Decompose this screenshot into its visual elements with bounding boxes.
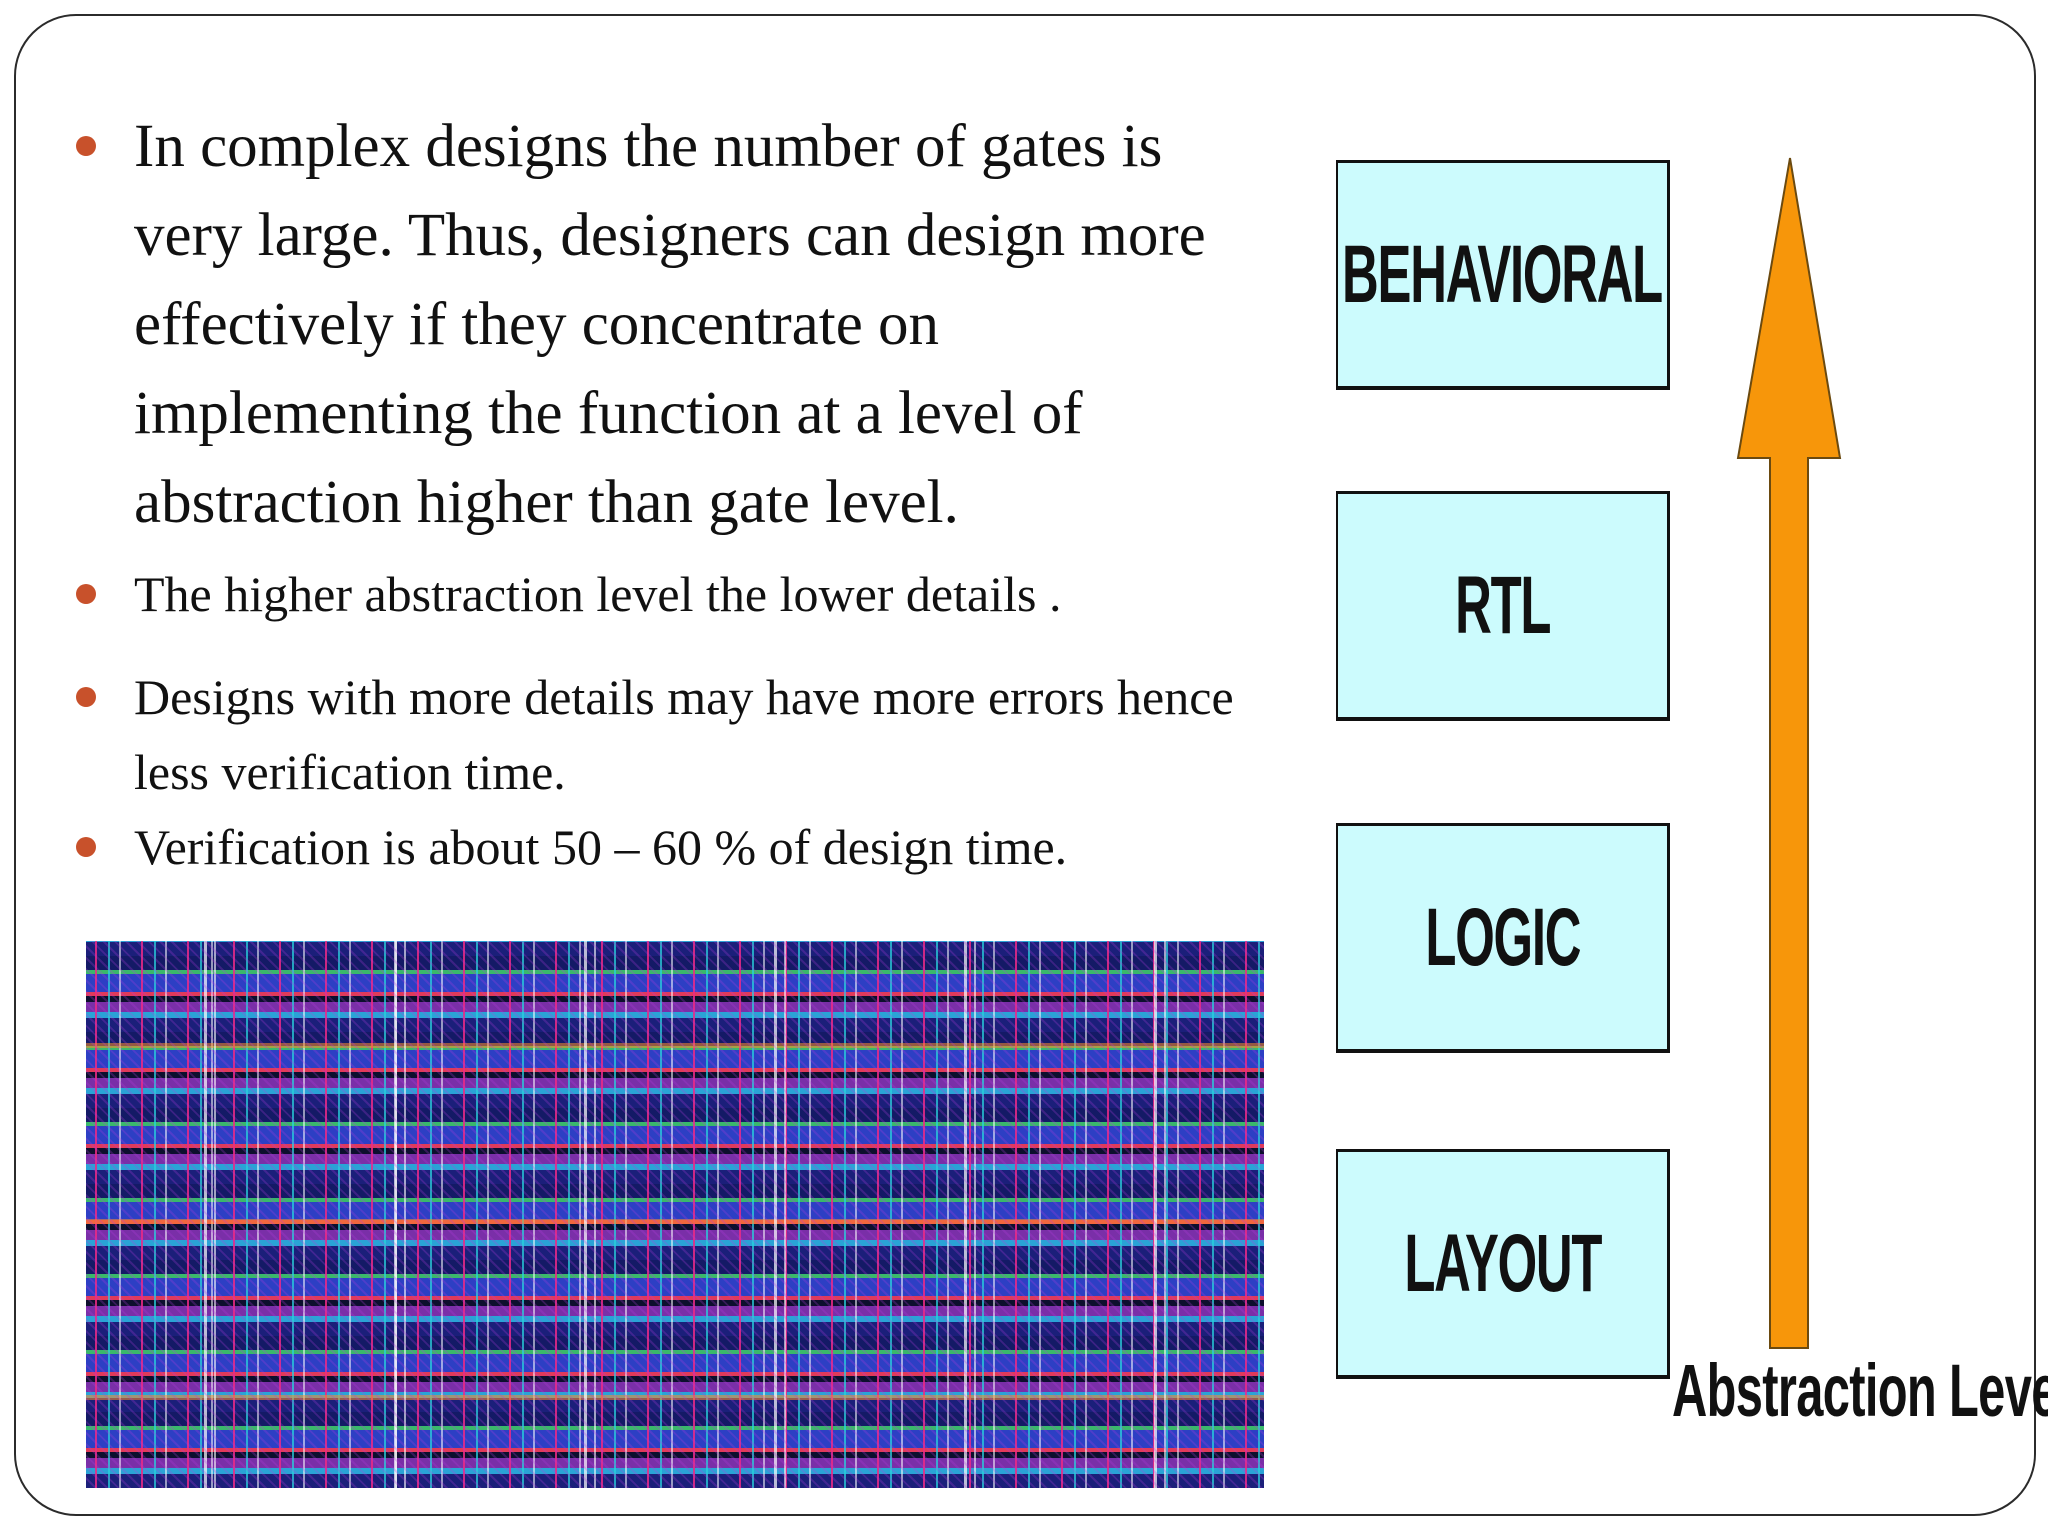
level-box-logic: LOGIC — [1336, 823, 1670, 1053]
bullet-text-2: The higher abstraction level the lower d… — [134, 566, 1062, 622]
axis-label: Abstraction Level — [1672, 1349, 2048, 1432]
bullet-item-1: In complex designs the number of gates i… — [70, 102, 1250, 547]
level-label-behavioral: BEHAVIORAL — [1342, 228, 1664, 320]
bullet-text-3: Designs with more details may have more … — [134, 669, 1234, 800]
level-label-layout: LAYOUT — [1404, 1217, 1602, 1309]
bullet-text-4: Verification is about 50 – 60 % of desig… — [134, 819, 1068, 875]
bullet-text-1: In complex designs the number of gates i… — [134, 113, 1206, 536]
level-label-logic: LOGIC — [1425, 891, 1581, 983]
bullet-item-3: Designs with more details may have more … — [70, 660, 1250, 810]
bullet-item-2: The higher abstraction level the lower d… — [70, 557, 1250, 632]
bullet-dot-icon — [76, 584, 96, 604]
bullet-dot-icon — [76, 687, 96, 707]
level-label-rtl: RTL — [1454, 559, 1551, 651]
bullet-list: In complex designs the number of gates i… — [70, 102, 1250, 885]
level-box-rtl: RTL — [1336, 491, 1670, 721]
bullet-dot-icon — [76, 837, 96, 857]
level-box-layout: LAYOUT — [1336, 1149, 1670, 1379]
bullet-dot-icon — [76, 136, 96, 156]
abstraction-arrow-shape — [1736, 157, 1842, 1349]
chip-layout-image — [86, 941, 1264, 1488]
bullet-item-4: Verification is about 50 – 60 % of desig… — [70, 810, 1250, 885]
abstraction-arrow-icon — [1736, 157, 1842, 1349]
level-box-behavioral: BEHAVIORAL — [1336, 160, 1670, 390]
